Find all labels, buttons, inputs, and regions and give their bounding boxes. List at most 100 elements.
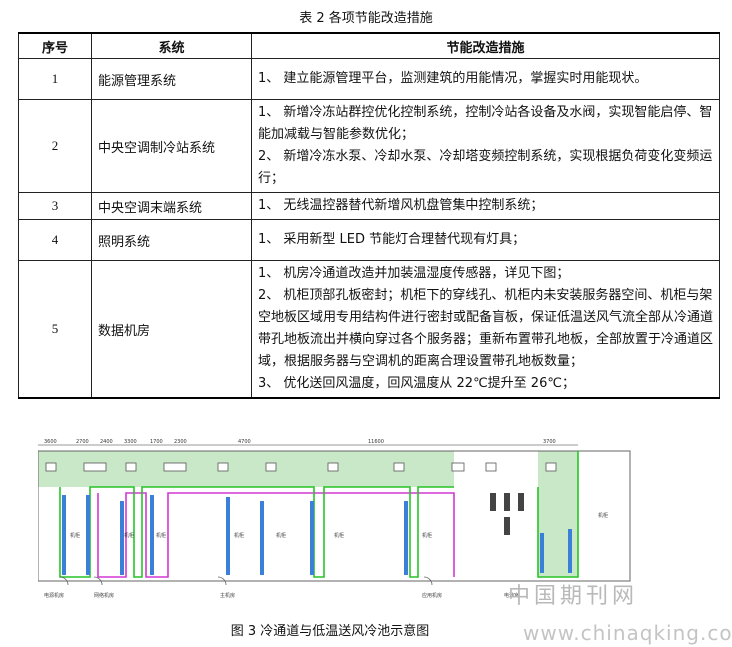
crac-units [45, 462, 557, 472]
door-arc [93, 576, 103, 586]
measure-item: 2、 机柜顶部孔板密封；机柜下的穿线孔、机柜内未安装服务器空间、机柜与架空地板区… [258, 288, 714, 369]
cold-aisle-boundary [59, 486, 454, 578]
measure-item: 1、 新增冷冻站群控优化控制系统，控制冷站各设备及水阀，实现智能启停、智能加减载… [258, 105, 713, 142]
header-system: 系统 [91, 32, 252, 59]
dimension-label: 2400 [100, 439, 113, 445]
row-measures: 1、 采用新型 LED 节能灯合理替代现有灯具； [251, 219, 720, 261]
dimension-label: 2700 [76, 439, 89, 445]
crac-unit [545, 462, 557, 472]
rack-column [120, 501, 124, 575]
table-caption: 表 2 各项节能改造措施 [299, 11, 433, 26]
crac-unit [327, 462, 339, 472]
rack-rows [62, 495, 572, 575]
crac-unit [451, 462, 465, 472]
dimension-label: 3600 [44, 439, 57, 445]
rack-column [62, 495, 66, 575]
table-row: 5 数据机房 1、 机房冷通道改造并加装温湿度传感器，详见下图； 2、 机柜顶部… [18, 260, 720, 399]
crac-unit [125, 462, 137, 472]
bottom-label: 网络机房 [94, 592, 114, 599]
dimension-label: 2300 [174, 439, 187, 445]
row-num: 2 [18, 99, 92, 193]
bottom-label: 电池室 [504, 592, 519, 599]
room-label: 机柜 [334, 532, 344, 539]
room-label: 机柜 [70, 532, 80, 539]
table-row: 4 照明系统 1、 采用新型 LED 节能灯合理替代现有灯具； [18, 219, 720, 261]
bottom-label: 电源机房 [44, 592, 64, 599]
crac-unit [265, 462, 277, 472]
rack-column [150, 495, 154, 575]
rack-column [310, 501, 314, 575]
rack-column [86, 495, 90, 575]
table-header-row: 序号 系统 节能改造措施 [18, 32, 720, 59]
bottom-labels: 电源机房 网络机房 主机房 应用机房 电池室 [44, 592, 519, 599]
building-outline [38, 450, 631, 582]
row-system: 中央空调制冷站系统 [91, 99, 252, 193]
bottom-label: 主机房 [220, 592, 235, 599]
cold-aisle-floor-plan: 3600 2700 2400 3300 1700 2300 4700 11600… [38, 439, 631, 599]
figure-caption: 图 3 冷通道与低温送风冷池示意图 [230, 624, 430, 639]
battery-block [490, 493, 496, 511]
rack-column [226, 497, 230, 575]
watermark-url: www.chinaqking.com [523, 621, 732, 645]
battery-block [504, 493, 510, 511]
room-label: 机柜 [598, 512, 608, 519]
table-row: 2 中央空调制冷站系统 1、 新增冷冻站群控优化控制系统，控制冷站各设备及水阀，… [18, 99, 720, 193]
rack-column [260, 501, 264, 575]
measure-item: 1、 采用新型 LED 节能灯合理替代现有灯具； [258, 232, 526, 247]
watermark-cn: 中国期刊网 [508, 584, 639, 609]
crac-unit [163, 462, 187, 472]
row-system: 能源管理系统 [91, 58, 252, 100]
rack-column [568, 529, 572, 573]
row-measures: 1、 建立能源管理平台，监测建筑的用能情况，掌握实时用能现状。 [251, 58, 720, 100]
table-row: 1 能源管理系统 1、 建立能源管理平台，监测建筑的用能情况，掌握实时用能现状。 [18, 58, 720, 100]
measures-table: 序号 系统 节能改造措施 1 能源管理系统 1、 建立能源管理平台，监测建筑的用… [18, 32, 720, 399]
battery-block [518, 493, 524, 511]
row-system: 数据机房 [91, 260, 252, 399]
door-arc [59, 576, 69, 586]
row-num: 4 [18, 219, 92, 261]
row-num: 5 [18, 260, 92, 399]
cold-aisle-boundary-right [537, 451, 579, 578]
row-measures: 1、 新增冷冻站群控优化控制系统，控制冷站各设备及水阀，实现智能启停、智能加减载… [251, 99, 720, 193]
dimension-labels: 3600 2700 2400 3300 1700 2300 4700 11600… [44, 439, 556, 445]
header-measures: 节能改造措施 [251, 32, 720, 59]
crac-unit [83, 462, 107, 472]
dimension-label: 4700 [238, 439, 251, 445]
row-system: 照明系统 [91, 219, 252, 261]
row-system: 中央空调末端系统 [91, 192, 252, 220]
row-measures: 1、 无线温控器替代新增风机盘管集中控制系统； [251, 192, 720, 220]
crac-unit [217, 462, 229, 472]
room-label: 机柜 [156, 532, 166, 539]
room-label: 机柜 [422, 532, 432, 539]
crac-unit [393, 462, 405, 472]
row-measures: 1、 机房冷通道改造并加装温湿度传感器，详见下图； 2、 机柜顶部孔板密封；机柜… [251, 260, 720, 399]
room-label: 机柜 [276, 532, 286, 539]
crac-unit [45, 462, 57, 472]
room-label: 机柜 [234, 532, 244, 539]
measure-item: 1、 无线温控器替代新增风机盘管集中控制系统； [258, 198, 544, 213]
crac-unit [485, 462, 497, 472]
room-label: 机柜 [124, 532, 134, 539]
row-num: 1 [18, 58, 92, 100]
measure-item: 2、 新增冷冻水泵、冷却水泵、冷却塔变频控制系统，实现根据负荷变化变频运行； [258, 149, 713, 186]
header-num: 序号 [18, 32, 92, 59]
measure-item: 3、 优化送回风温度，回风温度从 22℃提升至 26℃； [258, 376, 575, 391]
measure-item: 1、 机房冷通道改造并加装温湿度传感器，详见下图； [258, 266, 570, 281]
dimension-label: 11600 [368, 439, 384, 445]
battery-block [504, 517, 510, 535]
row-num: 3 [18, 192, 92, 220]
measure-item: 1、 建立能源管理平台，监测建筑的用能情况，掌握实时用能现状。 [258, 71, 648, 86]
rack-column [540, 533, 544, 573]
table-row: 3 中央空调末端系统 1、 无线温控器替代新增风机盘管集中控制系统； [18, 192, 720, 220]
door-arc [423, 576, 433, 586]
cold-pool-area [38, 451, 454, 487]
bottom-label: 应用机房 [422, 592, 442, 599]
door-arc [217, 576, 227, 586]
dimension-label: 1700 [150, 439, 163, 445]
dimension-label: 3700 [543, 439, 556, 445]
hot-aisle-boundary [97, 492, 455, 578]
room-labels: 机柜 机柜 机柜 机柜 机柜 机柜 机柜 机柜 [70, 512, 608, 539]
dimension-label: 3300 [124, 439, 137, 445]
door-swings [59, 576, 433, 586]
battery-room [490, 493, 524, 535]
